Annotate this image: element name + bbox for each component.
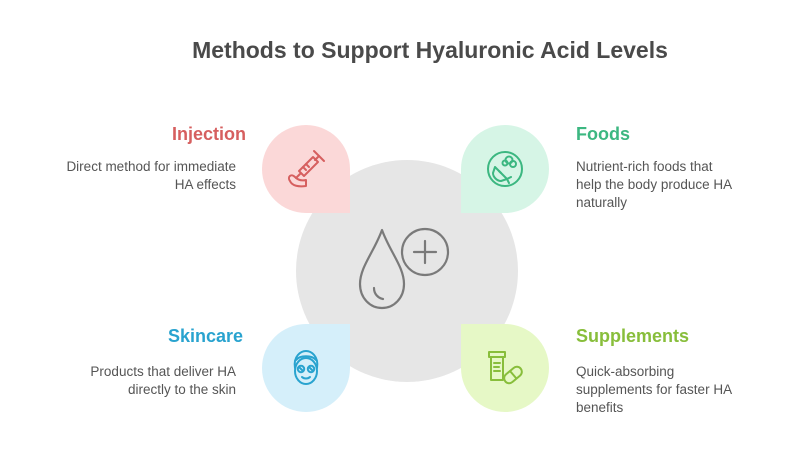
skincare-heading: Skincare	[167, 326, 243, 346]
injection-petal	[262, 125, 350, 213]
supplements-petal	[461, 324, 549, 412]
pill-bottle-icon	[488, 351, 523, 385]
injection-description: Direct method for immediate HA effects	[66, 159, 236, 192]
foods-description: Nutrient-rich foods that help the body p…	[576, 159, 732, 210]
supplements-heading: Supplements	[576, 326, 690, 346]
skincare-description: Products that deliver HA directly to the…	[90, 364, 236, 397]
syringe-icon	[287, 150, 325, 188]
food-plate-icon	[487, 151, 523, 187]
drop-plus-icon	[358, 227, 450, 310]
foods-heading: Foods	[576, 124, 630, 144]
injection-heading: Injection	[171, 124, 246, 144]
face-mask-icon	[293, 350, 319, 385]
diagram-title: Methods to Support Hyaluronic Acid Level…	[192, 37, 668, 63]
supplements-description: Quick-absorbing supplements for faster H…	[576, 364, 732, 415]
foods-petal	[461, 125, 549, 213]
skincare-petal	[262, 324, 350, 412]
